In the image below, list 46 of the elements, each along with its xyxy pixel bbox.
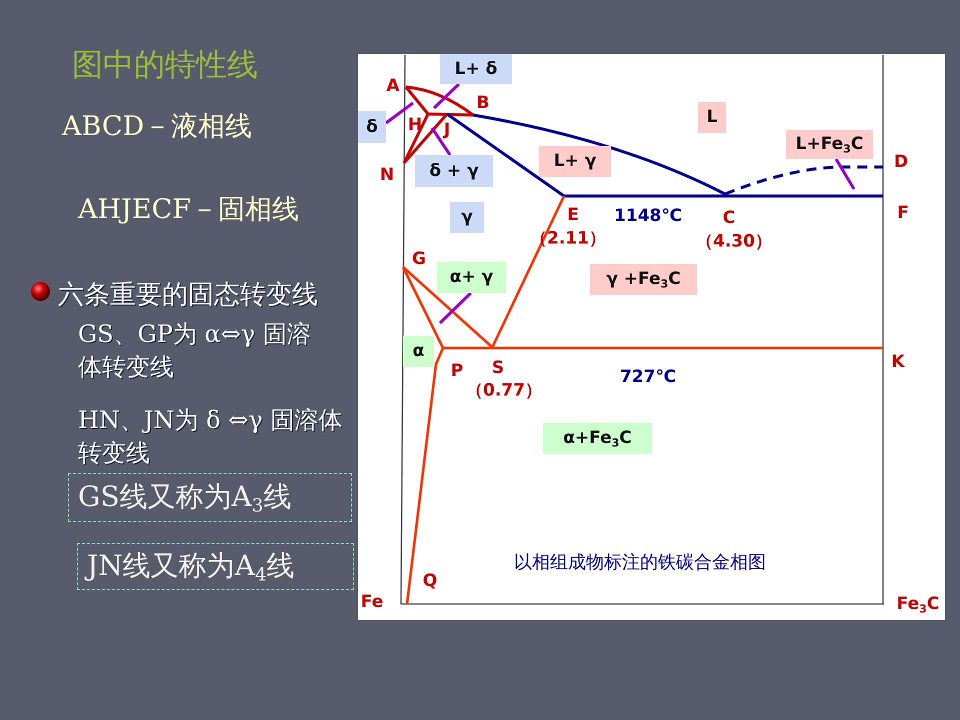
point-label: Q [422,571,438,591]
point-label: G [412,249,426,269]
point-label: C [722,208,736,228]
leader-line [834,158,856,190]
leader-line [430,127,452,156]
note-box: JN线又称为A$_{4}$线 [77,543,354,590]
leader-line [385,102,414,124]
point-label: N [380,165,394,185]
temperature-label: 1148℃ [614,206,682,226]
phase-label-box: α+ γ [437,262,506,293]
leader-line [432,82,460,110]
phase-label-box: γ +Fe$_{3}$C [590,264,697,295]
note-box: GS线又称为A$_{3}$线 [68,473,352,522]
leader-line [438,292,472,324]
point-label: E [567,205,579,225]
point-label: F [897,203,909,223]
bullet-heading: 六条重要的固态转变线 [58,279,318,312]
definition-text: AHJECF－固相线 [78,193,299,227]
axis-label: Fe$_{3}$C [896,594,940,614]
paragraph-text: HN、JN为 δ ⇔γ 固溶体转变线 [78,405,344,469]
diagram-caption: 以相组成物标注的铁碳合金相图 [514,551,766,574]
axis-label: Fe [360,592,384,612]
phase-label-box: δ [358,111,386,143]
point-label: D [894,152,908,172]
phase-label-box: γ [450,202,484,233]
composition-label: （4.30） [696,230,772,252]
point-label: B [476,93,490,113]
temperature-label: 727℃ [620,367,676,387]
paragraph-text: GS、GP为 α⇔γ 固溶体转变线 [78,319,312,383]
slide-title: 图中的特性线 [72,46,258,85]
phase-label-box: α+Fe$_{3}$C [543,423,652,454]
point-label: A [386,76,400,96]
phase-label-box: L+ γ [539,146,611,177]
phase-label-box: L+ δ [440,54,512,84]
phase-label-box: L+Fe$_{3}$C [786,130,873,159]
point-label: H [408,115,422,135]
point-label: P [450,361,464,381]
point-label: K [891,352,905,372]
phase-label-box: δ + γ [415,155,493,187]
point-label: S [492,358,504,378]
point-label: J [444,120,450,140]
phase-label-box: α [403,336,434,367]
composition-label: （2.11） [530,228,606,250]
definition-text: ABCD－液相线 [62,110,252,144]
composition-label: （0.77） [466,380,542,402]
phase-label-box: L [698,102,726,133]
